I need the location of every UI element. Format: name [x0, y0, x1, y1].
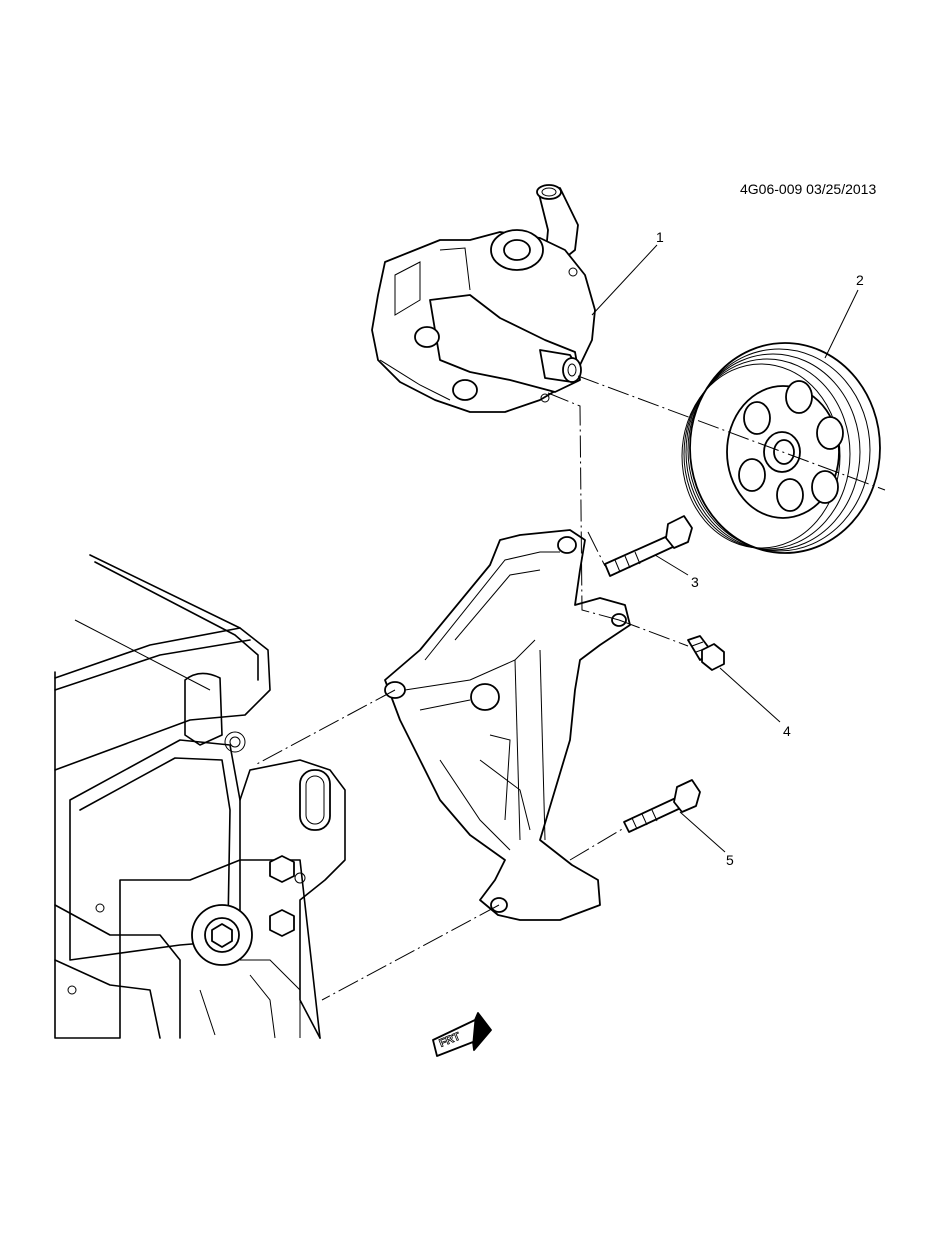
- engine-block: [54, 554, 346, 1039]
- power-steering-pump: [371, 184, 596, 413]
- callout-2: 2: [856, 272, 864, 288]
- bolt-3: [604, 515, 693, 577]
- bolt-4: [687, 635, 725, 671]
- callout-1: 1: [656, 229, 664, 245]
- callout-4: 4: [783, 723, 791, 739]
- callout-3: 3: [691, 574, 699, 590]
- pump-bracket: [384, 529, 631, 921]
- reference-code: 4G06-009 03/25/2013: [740, 181, 876, 197]
- alignment-lines: [254, 375, 886, 1001]
- front-arrow-icon: FRT: [432, 1012, 492, 1057]
- pump-pulley: [681, 342, 881, 554]
- bolt-5: [623, 779, 701, 833]
- callout-5: 5: [726, 852, 734, 868]
- leader-lines: [591, 244, 859, 853]
